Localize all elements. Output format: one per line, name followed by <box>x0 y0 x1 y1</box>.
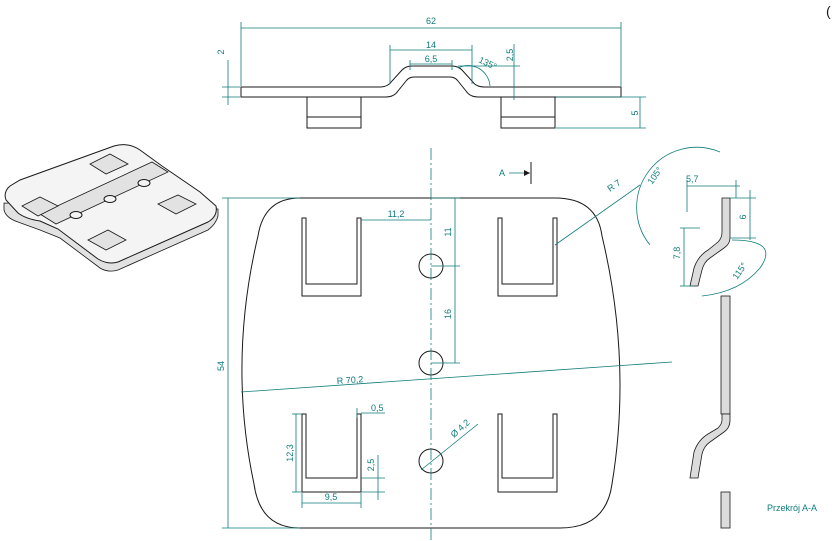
slot-bottom-right <box>497 413 558 493</box>
dim-5-text: 5 <box>630 110 640 115</box>
section-upper <box>689 197 731 287</box>
section-middle <box>720 295 731 415</box>
section-lower <box>689 413 731 479</box>
dim-54-text: 54 <box>216 361 226 371</box>
dim-r702-line <box>240 361 673 393</box>
iso-slot-3 <box>157 194 197 215</box>
iso-hole-1 <box>69 211 83 219</box>
slot-top-right <box>497 217 558 297</box>
dim-r702-text: R 70,2 <box>336 374 363 386</box>
top-view-profile <box>240 65 622 98</box>
dim-16-text: 16 <box>443 309 453 319</box>
dim-95-text: 9,5 <box>325 492 338 502</box>
corner-mark: ( <box>826 3 831 19</box>
dim-11-text: 11 <box>443 227 453 236</box>
dim-25-text: 2,5 <box>505 49 515 62</box>
dim-115-arc <box>701 239 767 297</box>
dim-6-text: 6 <box>738 214 748 219</box>
dim-112-text: 11,2 <box>388 209 405 219</box>
isometric-view <box>3 144 219 272</box>
dim-105-arc <box>636 146 721 246</box>
slot-top-left <box>301 217 362 297</box>
dim-r7-leader <box>554 184 641 246</box>
dim-r7-text: R 7 <box>605 177 622 193</box>
dim-65-text: 6,5 <box>425 54 438 64</box>
top-view-tab-left <box>306 96 362 129</box>
section-marker-arrow <box>524 170 530 176</box>
iso-slot-2 <box>21 196 59 217</box>
section-label: Przekrój A-A <box>767 503 817 513</box>
plate-outline <box>241 197 621 529</box>
iso-slot-1 <box>89 153 129 175</box>
dim-78-text: 7,8 <box>672 247 682 260</box>
slot-bottom-left <box>301 413 362 493</box>
section-marker-label: A <box>499 168 505 178</box>
section-bottom <box>720 491 731 529</box>
iso-hole-2 <box>103 195 117 203</box>
dim-123-text: 12,3 <box>285 444 295 462</box>
dim-dia-text: Ø 4,2 <box>449 417 472 439</box>
iso-slot-4 <box>87 229 127 251</box>
section-view: 105° 5,7 6 7,8 115° Przekrój A-A <box>636 146 817 529</box>
dim-2-text: 2 <box>216 49 226 54</box>
dim-05-text: 0,5 <box>371 403 384 413</box>
dim-25s-text: 2,5 <box>366 459 376 472</box>
dim-dia-leader <box>420 423 479 471</box>
dim-105-text: 105° <box>645 165 664 186</box>
top-view-tab-right <box>500 96 556 129</box>
dim-115-text: 115° <box>730 260 749 281</box>
front-view: A R 7 11,2 11 16 54 R 70,2 0,5 12,3 <box>216 148 673 541</box>
top-view: 62 2 14 6,5 135° 2,5 5 <box>216 16 646 129</box>
dim-57-text: 5,7 <box>686 174 699 184</box>
iso-ridge <box>39 161 169 225</box>
dim-14-text: 14 <box>426 40 436 50</box>
dim-62-text: 62 <box>426 16 436 26</box>
iso-hole-3 <box>137 179 151 187</box>
